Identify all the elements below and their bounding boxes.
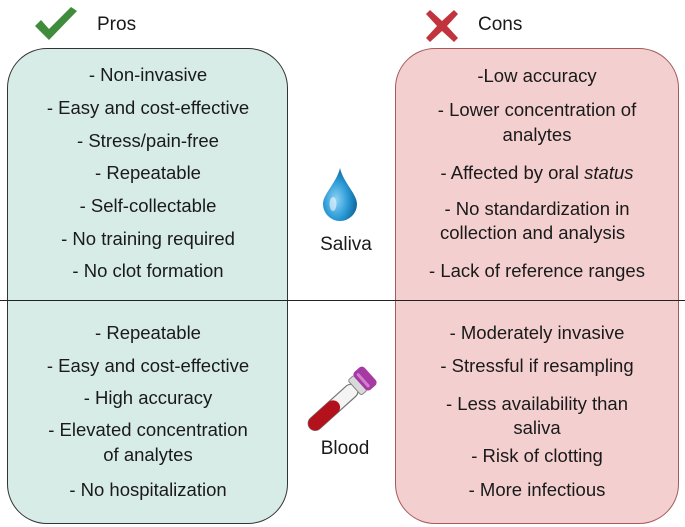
blood-pro-item-continued: of analytes <box>103 444 193 465</box>
saliva-con-item: - No standardization in <box>444 198 630 219</box>
pros-heading: Pros <box>97 14 137 35</box>
saliva-label: Saliva <box>320 234 372 255</box>
blood-pro-item: - Easy and cost-effective <box>46 355 250 376</box>
saliva-pro-item: - No training required <box>61 228 235 249</box>
saliva-con-item: - Lack of reference ranges <box>429 260 645 281</box>
blood-con-item: - More infectious <box>468 479 606 500</box>
blood-con-item: - Less availability than <box>445 393 628 414</box>
check-icon <box>35 7 77 40</box>
saliva-pro-item: - Stress/pain-free <box>77 130 219 151</box>
saliva-pro-item: - Self-collectable <box>79 195 217 216</box>
saliva-blood-divider <box>0 300 685 301</box>
blood-con-item: - Moderately invasive <box>449 322 625 343</box>
cons-panel <box>395 48 679 524</box>
blood-con-item-continued: saliva <box>513 417 561 438</box>
pros-panel <box>7 48 288 524</box>
blood-con-item: - Stressful if resampling <box>440 355 634 376</box>
saliva-con-item: -Low accuracy <box>477 65 597 86</box>
blood-tube-icon <box>307 366 377 432</box>
saliva-pro-item: - Non-invasive <box>88 64 208 85</box>
saliva-con-item-continued: analytes <box>502 124 572 145</box>
cons-heading: Cons <box>478 14 523 35</box>
saliva-pro-item: - Easy and cost-effective <box>46 97 250 118</box>
blood-pro-item: - Repeatable <box>95 322 201 343</box>
saliva-con-item: - Affected by oral status <box>440 162 634 183</box>
saliva-con-item: - Lower concentration of <box>437 99 637 120</box>
blood-pro-item: - High accuracy <box>83 387 213 408</box>
cross-icon <box>426 10 458 42</box>
blood-pro-item: - Elevated concentration <box>48 419 248 440</box>
saliva-pro-item: - No clot formation <box>72 260 224 281</box>
blood-con-item: - Risk of clotting <box>471 445 603 466</box>
saliva-con-item-continued: collection and analysis <box>440 222 626 243</box>
blood-label: Blood <box>320 438 370 459</box>
saliva-pro-item: - Repeatable <box>95 162 201 183</box>
blood-pro-item: - No hospitalization <box>69 479 227 500</box>
water-drop-icon <box>323 168 357 221</box>
